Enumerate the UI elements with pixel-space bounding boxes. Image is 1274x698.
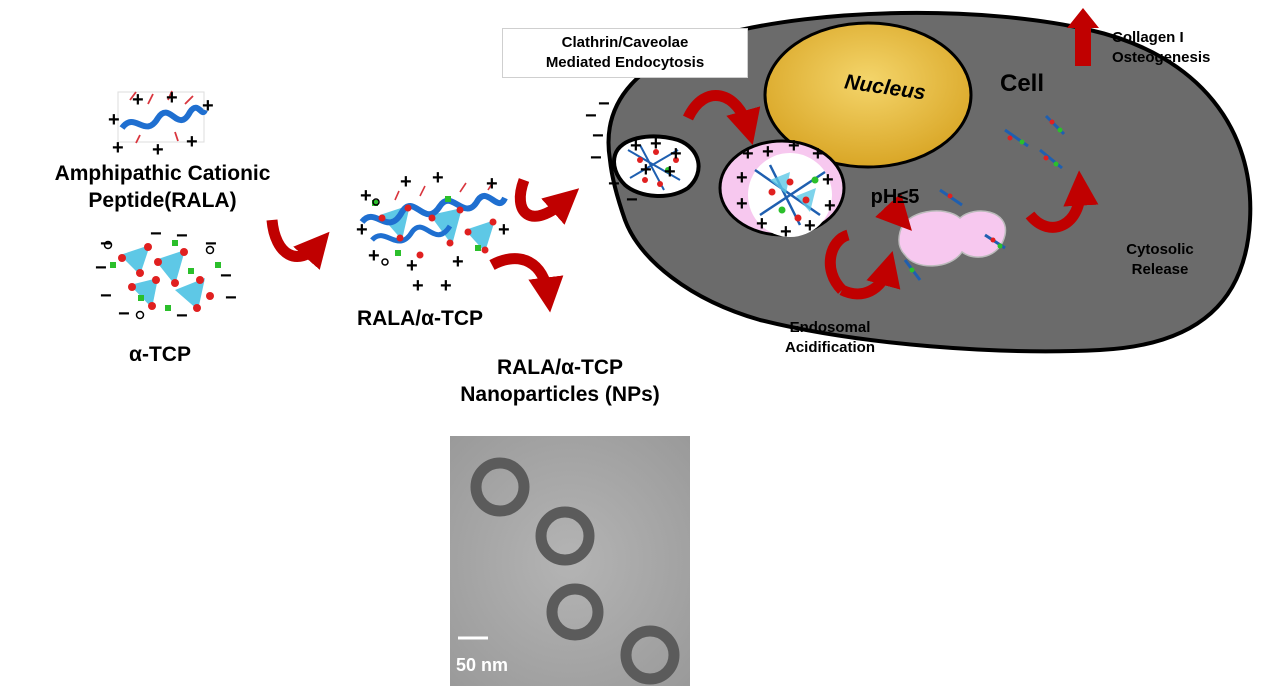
endosome-np-cluster — [754, 164, 826, 226]
svg-text:+: + — [186, 131, 198, 153]
cytosolic-label-line1: Cytosolic — [1126, 241, 1194, 258]
rala-peptide-label: Amphipathic Cationic Peptide(RALA) — [30, 160, 295, 214]
charge-marks: +++ ++++ −−−− −−−− −− ++++ ++++ +++ −−− … — [95, 87, 836, 327]
svg-text:+: + — [822, 169, 834, 191]
svg-text:+: + — [412, 275, 424, 297]
svg-text:+: + — [152, 139, 164, 161]
rala-tcp-complex-graphic — [358, 180, 508, 266]
rala-peptide-label-line2: Peptide(RALA) — [88, 189, 237, 212]
endosomal-acidification-label: Endosomal Acidification — [750, 318, 910, 358]
svg-text:−: − — [225, 287, 237, 309]
svg-text:−: − — [100, 285, 112, 307]
svg-text:+: + — [406, 255, 418, 277]
nanoparticle-4 — [620, 625, 680, 685]
collagen-osteogenesis-label: Collagen I Osteogenesis — [1112, 28, 1252, 68]
svg-text:−: − — [176, 225, 188, 247]
arrow-acidification — [824, 229, 888, 300]
rala-peptide-graphic — [117, 90, 208, 144]
arrow-to-nps — [514, 178, 580, 225]
svg-text:−: − — [626, 189, 638, 211]
arrow-cytosolic-release — [1025, 170, 1099, 233]
nanoparticle-2 — [535, 506, 595, 566]
svg-text:+: + — [804, 215, 816, 237]
nanoparticles-label-line2: Nanoparticles (NPs) — [460, 383, 660, 406]
nanoparticle-1 — [470, 457, 530, 517]
nanoparticles-label: RALA/α-TCP Nanoparticles (NPs) — [420, 354, 700, 408]
svg-text:−: − — [176, 305, 188, 327]
endocytosis-label-line2: Mediated Endocytosis — [545, 54, 705, 71]
svg-text:+: + — [452, 251, 464, 273]
svg-text:+: + — [788, 135, 800, 157]
alpha-tcp-graphic — [103, 240, 221, 320]
svg-text:−: − — [205, 233, 217, 255]
alpha-tcp-label: α-TCP — [129, 343, 191, 366]
cytosolic-label-line2: Release — [1131, 261, 1189, 278]
tem-micrograph — [450, 436, 690, 686]
svg-text:+: + — [356, 219, 368, 241]
nanoparticle-3 — [546, 583, 604, 641]
svg-text:+: + — [108, 109, 120, 131]
svg-text:−: − — [150, 223, 162, 245]
svg-text:+: + — [112, 137, 124, 159]
svg-text:+: + — [756, 213, 768, 235]
svg-text:+: + — [432, 167, 444, 189]
svg-text:+: + — [360, 185, 372, 207]
svg-text:+: + — [486, 173, 498, 195]
svg-text:−: − — [608, 173, 620, 195]
cytosolic-release-label: Cytosolic Release — [1110, 240, 1210, 280]
svg-text:+: + — [664, 161, 676, 183]
svg-text:+: + — [762, 141, 774, 163]
svg-text:+: + — [650, 133, 662, 155]
svg-text:+: + — [630, 135, 642, 157]
svg-text:+: + — [640, 159, 652, 181]
svg-text:+: + — [440, 275, 452, 297]
svg-text:−: − — [220, 265, 232, 287]
svg-text:+: + — [736, 193, 748, 215]
rala-alpha-tcp-label: RALA/α-TCP — [356, 307, 484, 330]
svg-text:−: − — [590, 147, 602, 169]
collagen-label-line2: Osteogenesis — [1112, 49, 1211, 66]
endosomal-label-line1: Endosomal — [789, 319, 871, 336]
released-np-fragments — [903, 114, 1066, 281]
svg-text:+: + — [736, 167, 748, 189]
upregulation-arrow — [1067, 8, 1099, 66]
svg-text:−: − — [100, 233, 112, 255]
rala-peptide-label-line1: Amphipathic Cationic — [54, 162, 271, 185]
svg-text:+: + — [202, 95, 214, 117]
svg-text:+: + — [780, 221, 792, 243]
svg-text:+: + — [498, 219, 510, 241]
collagen-label-line1: Collagen I — [1112, 29, 1184, 46]
svg-text:−: − — [598, 93, 610, 115]
scale-bar-label: 50 nm — [456, 655, 509, 675]
svg-text:−: − — [585, 105, 597, 127]
endosomal-label-line2: Acidification — [784, 339, 875, 356]
endocytosis-label-line1: Clathrin/Caveolae — [561, 34, 689, 51]
svg-text:+: + — [368, 245, 380, 267]
nucleus-shape — [763, 21, 973, 169]
arrow-nps-down — [489, 253, 564, 313]
svg-text:+: + — [400, 171, 412, 193]
endocytosis-label: Clathrin/Caveolae Mediated Endocytosis — [502, 28, 748, 78]
svg-text:+: + — [132, 89, 144, 111]
arrow-endocytosis — [683, 90, 761, 145]
svg-text:+: + — [166, 87, 178, 109]
cell-label: Cell — [999, 70, 1044, 97]
process-arrows — [266, 90, 1099, 313]
arrow-ph — [875, 193, 912, 231]
arrow-to-complex — [266, 219, 330, 270]
svg-text:−: − — [592, 125, 604, 147]
svg-text:+: + — [812, 143, 824, 165]
svg-text:−: − — [118, 303, 130, 325]
svg-text:+: + — [742, 143, 754, 165]
svg-text:+: + — [824, 195, 836, 217]
ph-label: pH≤5 — [870, 186, 920, 208]
svg-text:−: − — [95, 257, 107, 279]
vesicle-np-cluster — [627, 144, 681, 191]
svg-text:+: + — [670, 143, 682, 165]
nanoparticles-label-line1: RALA/α-TCP — [496, 356, 624, 379]
